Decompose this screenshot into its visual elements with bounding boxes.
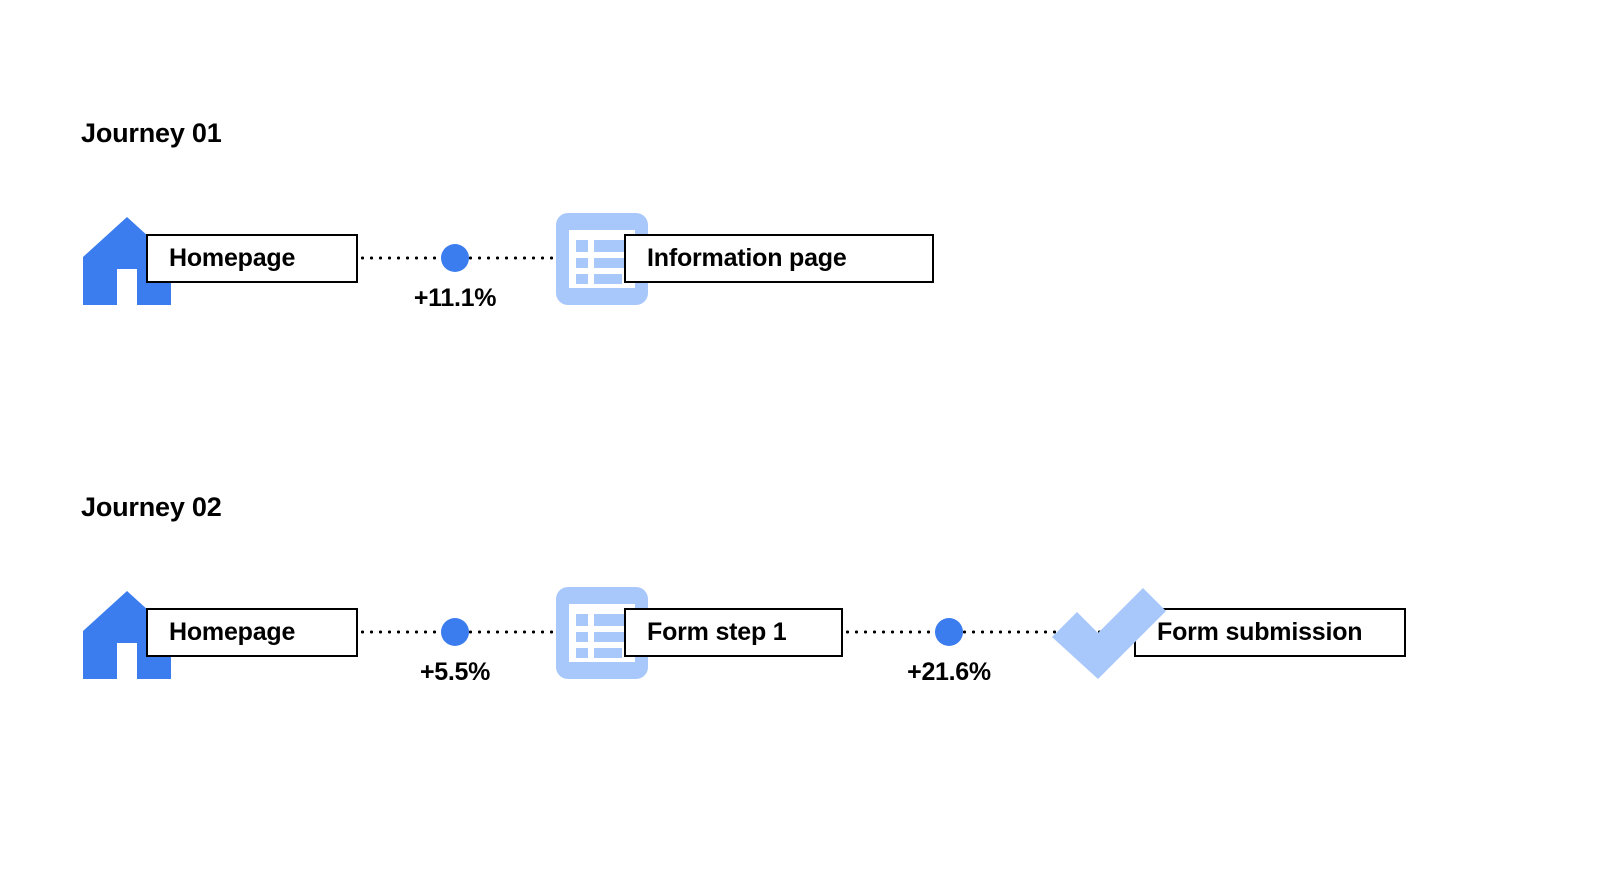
connector-percent-label: +11.1% [413, 284, 497, 312]
journey-title: Journey 01 [81, 118, 222, 148]
flow-node-label: Form step 1 [647, 618, 787, 646]
flow-node-label-box[interactable]: Homepage [146, 608, 358, 657]
dotted-connector-line [277, 630, 556, 634]
dotted-connector-line [277, 256, 556, 260]
flow-node-label-box[interactable]: Form submission [1134, 608, 1406, 657]
flow-node-label-box[interactable]: Form step 1 [624, 608, 843, 657]
flow-node-label: Form submission [1157, 618, 1363, 646]
connector-percent-label: +21.6% [907, 658, 991, 686]
connector-node-dot[interactable] [935, 618, 963, 646]
connector-node-dot[interactable] [441, 244, 469, 272]
flow-node-label: Information page [647, 244, 847, 272]
connector-percent-label: +5.5% [419, 658, 491, 686]
journey-flow-02: Homepage +5.5% [0, 562, 1601, 702]
flow-connector: +21.6% [843, 562, 1113, 702]
flow-node-label: Homepage [169, 618, 296, 646]
checkmark-icon [1046, 574, 1166, 692]
flow-node-label: Homepage [169, 244, 296, 272]
flow-node-label-box[interactable]: Information page [624, 234, 934, 283]
connector-node-dot[interactable] [441, 618, 469, 646]
flow-connector: +5.5% [277, 562, 556, 702]
journey-title: Journey 02 [81, 492, 222, 522]
flow-connector: +11.1% [277, 188, 556, 328]
journey-flow-01: Homepage +11.1% [0, 188, 1601, 328]
dotted-connector-line [843, 630, 1113, 634]
flow-node-label-box[interactable]: Homepage [146, 234, 358, 283]
